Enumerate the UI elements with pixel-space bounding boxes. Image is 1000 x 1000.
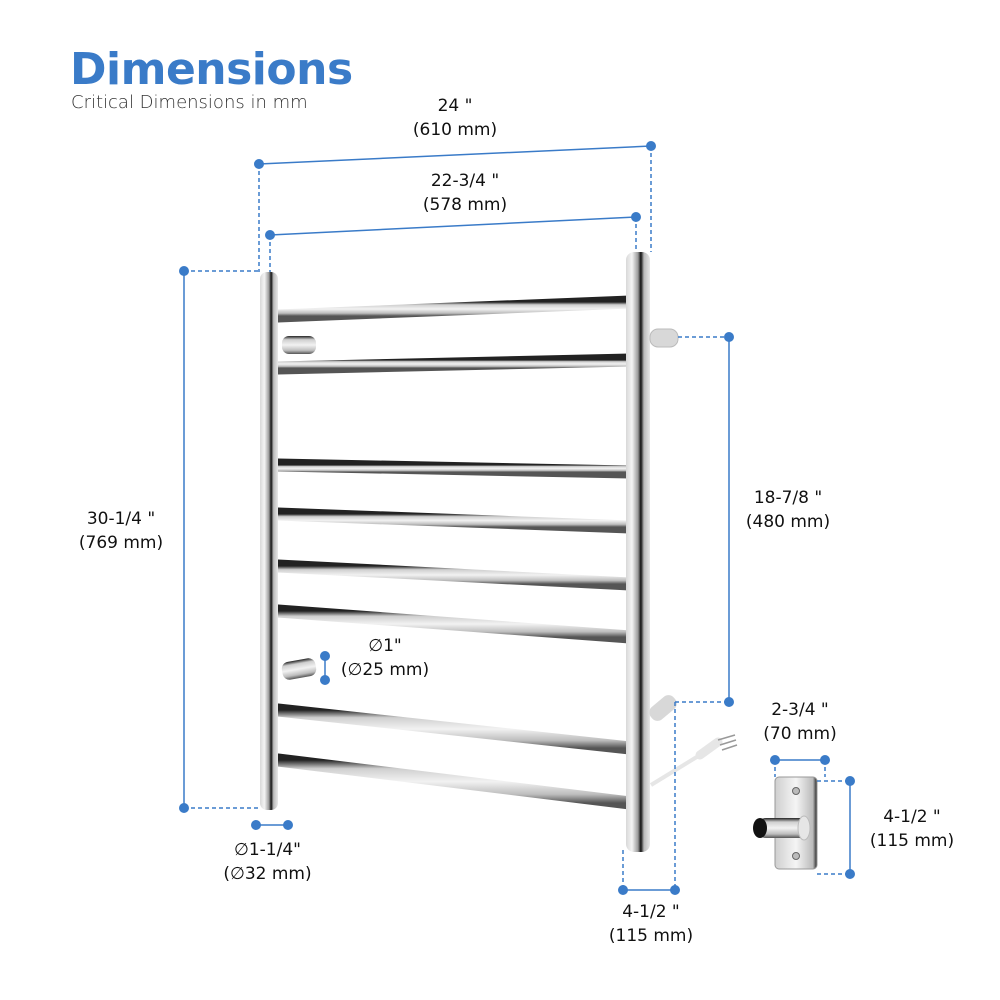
bar-diameter-imperial: ∅1": [368, 636, 402, 656]
overall-height-label: 30-1/4 " (769 mm): [66, 507, 176, 555]
bar-diameter-label: ∅1" (∅25 mm): [330, 634, 440, 682]
page-subtitle: Critical Dimensions in mm: [71, 92, 308, 113]
post-diameter-imperial: ∅1-1/4": [234, 840, 301, 860]
bracket-height-imperial: 4-1/2 ": [883, 807, 941, 827]
bracket-height-label: 4-1/2 " (115 mm): [862, 805, 962, 853]
wall-depth-label: 4-1/2 " (115 mm): [596, 900, 706, 948]
wall-depth-imperial: 4-1/2 ": [622, 902, 680, 922]
right-post: [626, 252, 650, 852]
inner-width-imperial: 22-3/4 ": [430, 171, 500, 191]
mount-spacing-imperial: 18-7/8 ": [753, 488, 823, 508]
plug-icon: [695, 737, 723, 760]
overall-height-metric: (769 mm): [78, 533, 164, 553]
left-post: [260, 272, 278, 810]
bracket-width-metric: (70 mm): [763, 724, 837, 744]
post-diameter-metric: (∅32 mm): [223, 864, 312, 884]
bar-diameter-metric: (∅25 mm): [340, 660, 430, 680]
mount-spacing-label: 18-7/8 " (480 mm): [733, 486, 843, 534]
overall-width-label: 24 " (610 mm): [400, 94, 510, 142]
page-title: Dimensions: [70, 44, 353, 95]
bracket-height-metric: (115 mm): [869, 831, 955, 851]
post-diameter-label: ∅1-1/4" (∅32 mm): [210, 838, 325, 886]
overall-height-imperial: 30-1/4 ": [86, 509, 156, 529]
inner-width-label: 22-3/4 " (578 mm): [400, 169, 530, 217]
bracket-width-label: 2-3/4 " (70 mm): [750, 698, 850, 746]
mount-spacing-metric: (480 mm): [745, 512, 831, 532]
inner-width-metric: (578 mm): [422, 195, 508, 215]
horizontal-bars: [271, 295, 637, 810]
wall-bracket: [753, 776, 818, 870]
overall-width-metric: (610 mm): [412, 120, 498, 140]
bracket-width-imperial: 2-3/4 ": [771, 700, 829, 720]
wall-depth-metric: (115 mm): [608, 926, 694, 946]
overall-width-imperial: 24 ": [437, 96, 473, 116]
